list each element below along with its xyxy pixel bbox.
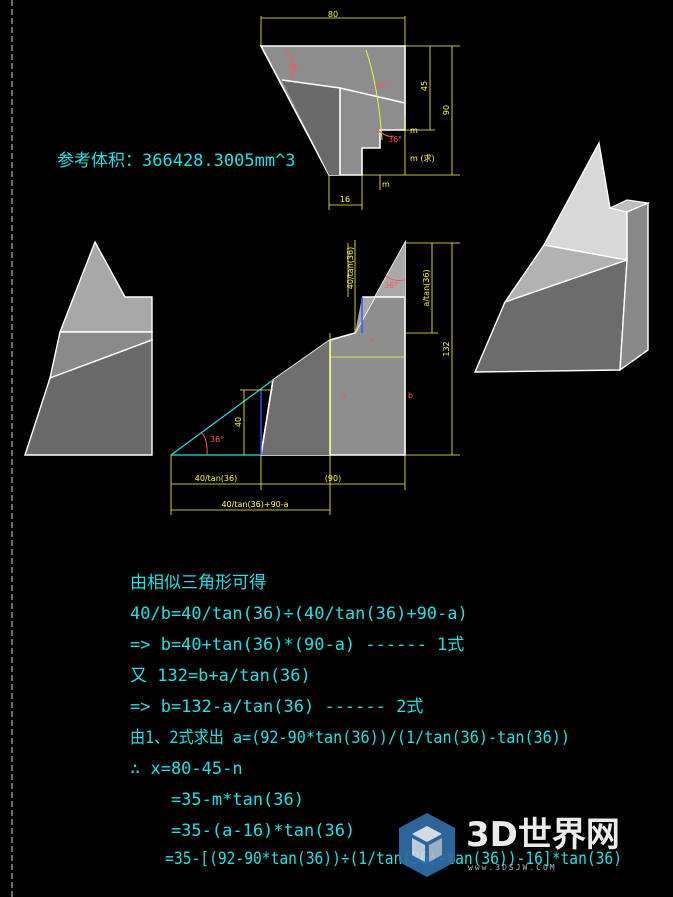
derivation-text: 由相似三角形可得 40/b=40/tan(36)÷(40/tan(36)+90-…: [130, 573, 622, 869]
construction-hypotenuse: [170, 379, 274, 456]
front-angle-top: 36°: [384, 281, 398, 290]
front-view-light-face: [355, 243, 405, 333]
top-view-angle-arc: [284, 51, 295, 79]
right-3d-solid: [473, 140, 651, 373]
top-view: 80 45 90 m m (求) m 16 36° 45° 36°: [259, 10, 460, 210]
dim-h45: 45: [420, 81, 429, 91]
dim-h132: 132: [442, 341, 451, 356]
dim-40: 40: [234, 417, 243, 427]
derivation-line: =35-(a-16)*tan(36): [130, 821, 355, 841]
derivation-line: =35-m*tan(36): [130, 790, 304, 810]
top-angle-a2: 45°: [375, 81, 389, 90]
top-angle-a1: 36°: [287, 63, 301, 72]
watermark: 3D世界网 www.3DSJW.COM: [399, 813, 620, 877]
dim-m-paren: m (求): [410, 153, 435, 163]
watermark-cube-icon: [399, 813, 455, 877]
front-view-edge: [260, 379, 274, 456]
top-angle-a3: 36°: [388, 135, 402, 144]
dim-bottom-90: (90): [325, 474, 341, 483]
front-angle-arc: [385, 275, 406, 281]
dim-w16: 16: [340, 195, 350, 204]
dim-m-right: m: [410, 126, 418, 135]
left-solid-top-face: [58, 240, 153, 333]
front-angle-arc: [201, 432, 208, 456]
dim-a-tan-vertical: a/tan(36): [422, 269, 431, 306]
dim-bottom-total: 40/tan(36)+90-a: [221, 500, 288, 509]
watermark-brand: 3D世界网: [466, 815, 620, 855]
dim-bottom-40tan: 40/tan(36): [195, 474, 237, 483]
derivation-line: ∴ x=80-45-n: [130, 759, 243, 779]
derivation-line: => b=132-a/tan(36) ------ 2式: [130, 697, 423, 717]
derivation-line: 又 132=b+a/tan(36): [130, 666, 311, 686]
left-solid-bottom-face: [24, 338, 153, 456]
derivation-line: => b=40+tan(36)*(90-a) ------ 1式: [130, 635, 464, 655]
top-view-construction-curve: [365, 49, 383, 141]
volume-text: 参考体积：366428.3005mm^3: [57, 151, 296, 171]
front-view: 132 40/tan(36) a/tan(36) 40 b a x 36° 36…: [170, 239, 460, 515]
label-x: x: [370, 335, 375, 344]
label-b: b: [408, 391, 413, 400]
derivation-line: 由相似三角形可得: [130, 573, 266, 593]
dim-40-tan-vertical: 40/tan(36): [346, 247, 355, 289]
derivation-line: 40/b=40/tan(36)÷(40/tan(36)+90-a): [130, 604, 468, 624]
dim-h90: 90: [442, 105, 451, 115]
dim-width: 80: [328, 10, 338, 19]
right-solid-top-face: [542, 140, 628, 261]
derivation-line: =35-[(92-90*tan(36))÷(1/tan(36)-tan(36))…: [130, 849, 622, 869]
front-view-dark-face: [261, 340, 330, 455]
top-view-angle-arc: [375, 127, 395, 137]
derivation-line: 由1、2式求出 a=(92-90*tan(36))/(1/tan(36)-tan…: [130, 728, 570, 748]
right-solid-side-face: [619, 201, 649, 372]
watermark-url: www.3DSJW.COM: [468, 863, 557, 872]
left-3d-solid: [24, 240, 153, 456]
top-view-dark-face: [282, 80, 340, 175]
label-a: a: [342, 391, 347, 400]
dim-m-bottom: m: [382, 180, 390, 189]
front-angle-left: 36°: [210, 435, 224, 444]
